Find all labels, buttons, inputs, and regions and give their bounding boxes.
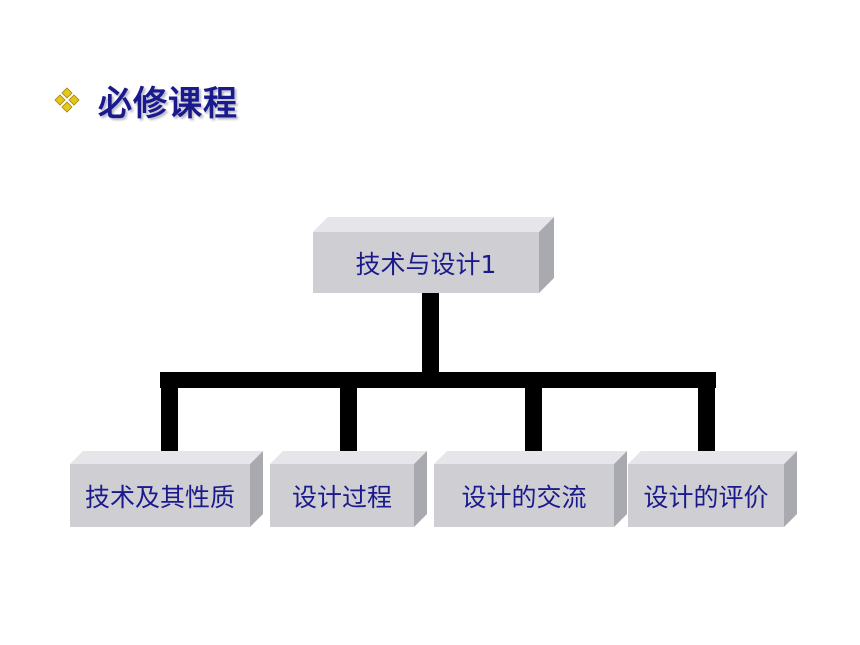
child-node-label-2: 设计过程 — [291, 482, 392, 512]
child-node-label-1: 技术及其性质 — [84, 482, 235, 512]
child-node-label-4: 设计的评价 — [643, 482, 769, 512]
slide-header: 必修课程 — [54, 78, 238, 124]
branch-drop-4 — [698, 372, 715, 460]
diamond-cluster-icon — [54, 87, 80, 113]
horizontal-bar — [160, 372, 716, 388]
branch-drop-2 — [340, 380, 357, 460]
connector-lines — [160, 292, 716, 460]
child-box-1 — [70, 451, 263, 527]
child-box-3 — [434, 451, 627, 527]
child-box-2 — [270, 451, 427, 527]
branch-drop-1 — [161, 380, 178, 460]
root-box — [313, 217, 554, 293]
branch-drop-3 — [525, 380, 542, 460]
child-node-label-3: 设计的交流 — [461, 482, 587, 512]
child-box-4 — [628, 451, 797, 527]
root-node-label: 技术与设计1 — [355, 249, 497, 279]
page-title: 必修课程 — [98, 83, 238, 124]
root-stem — [422, 292, 439, 372]
